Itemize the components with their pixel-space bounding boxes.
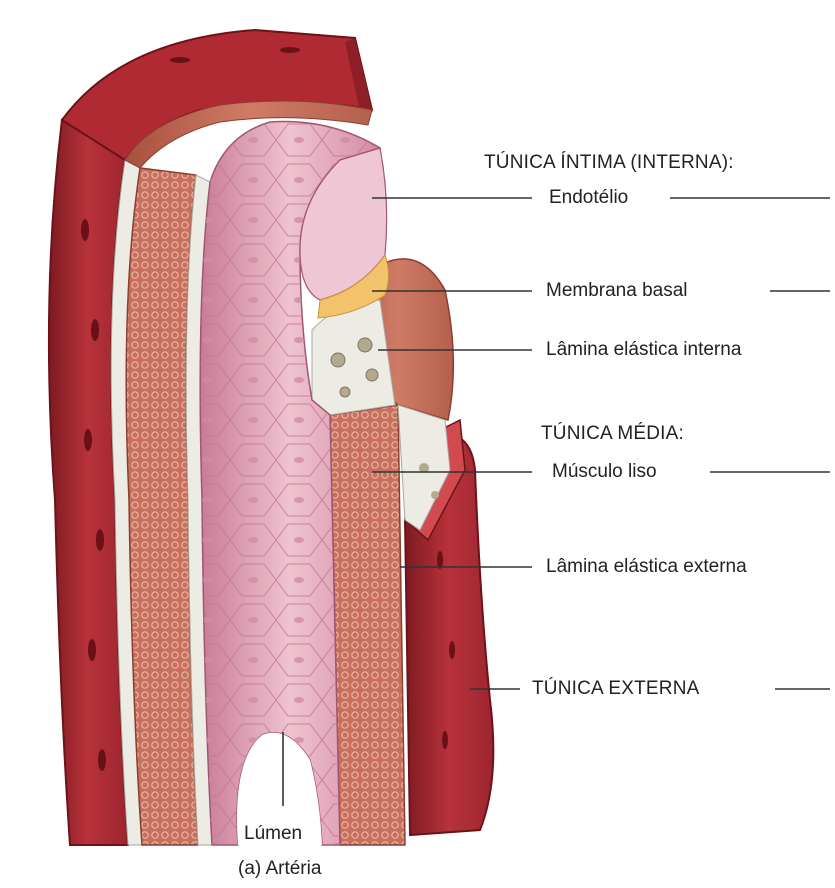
label-tunica-media: TÚNICA MÉDIA: xyxy=(541,423,684,445)
label-tunica-externa: TÚNICA EXTERNA xyxy=(532,678,700,700)
label-endotelio: Endotélio xyxy=(549,187,628,209)
label-musculo-liso: Músculo liso xyxy=(552,461,657,483)
label-lamina-elastica-interna: Lâmina elástica interna xyxy=(546,339,741,361)
media-left-wall xyxy=(126,168,198,845)
label-caption: (a) Artéria xyxy=(238,858,321,880)
label-lamina-elastica-externa: Lâmina elástica externa xyxy=(546,556,747,578)
label-tunica-intima: TÚNICA ÍNTIMA (INTERNA): xyxy=(484,152,734,174)
label-membrana-basal: Membrana basal xyxy=(546,280,688,302)
media-right-block xyxy=(330,405,405,845)
label-lumen: Lúmen xyxy=(244,823,302,845)
